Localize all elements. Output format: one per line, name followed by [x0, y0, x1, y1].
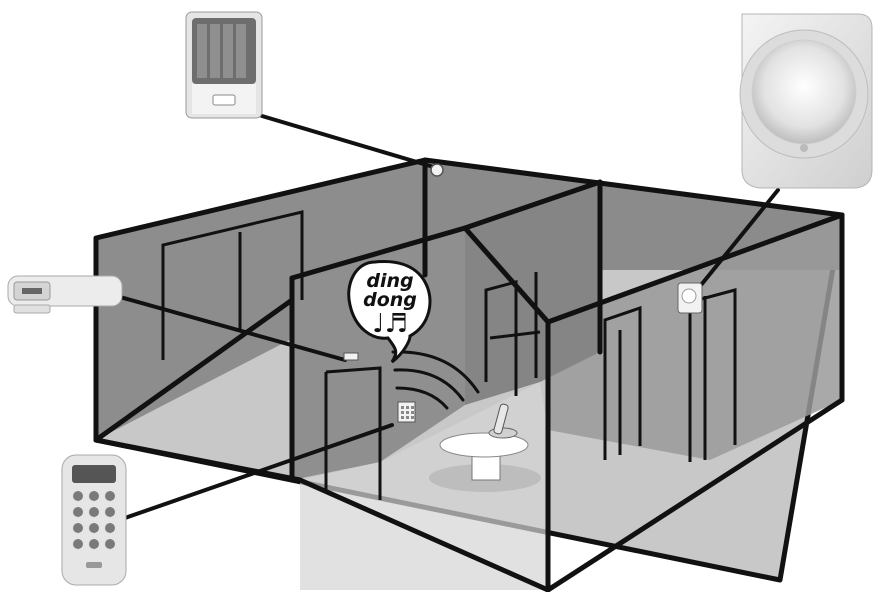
door-contact-icon [7, 275, 123, 314]
bubble-dong-text: dong [363, 289, 417, 311]
door-contact-mount [343, 352, 359, 361]
right-partition [465, 182, 600, 405]
table [429, 432, 541, 492]
siren-mount [430, 163, 444, 177]
siren-icon [185, 11, 263, 119]
ding-dong-bubble: ding dong ♩♬ [347, 260, 432, 364]
motion-sensor-lens [681, 288, 697, 304]
remote-control-icon [61, 454, 127, 586]
motion-detector-icon [739, 13, 873, 189]
back-left-wall [96, 160, 425, 440]
sound-wave-icon [391, 350, 480, 410]
phone-icon [488, 403, 518, 439]
bubble-ding-text: ding [366, 270, 413, 292]
door-frames [161, 210, 737, 500]
keypad-mount-keys [401, 406, 414, 419]
connector-lines [118, 114, 780, 520]
music-notes-icon: ♩♬ [372, 309, 408, 339]
